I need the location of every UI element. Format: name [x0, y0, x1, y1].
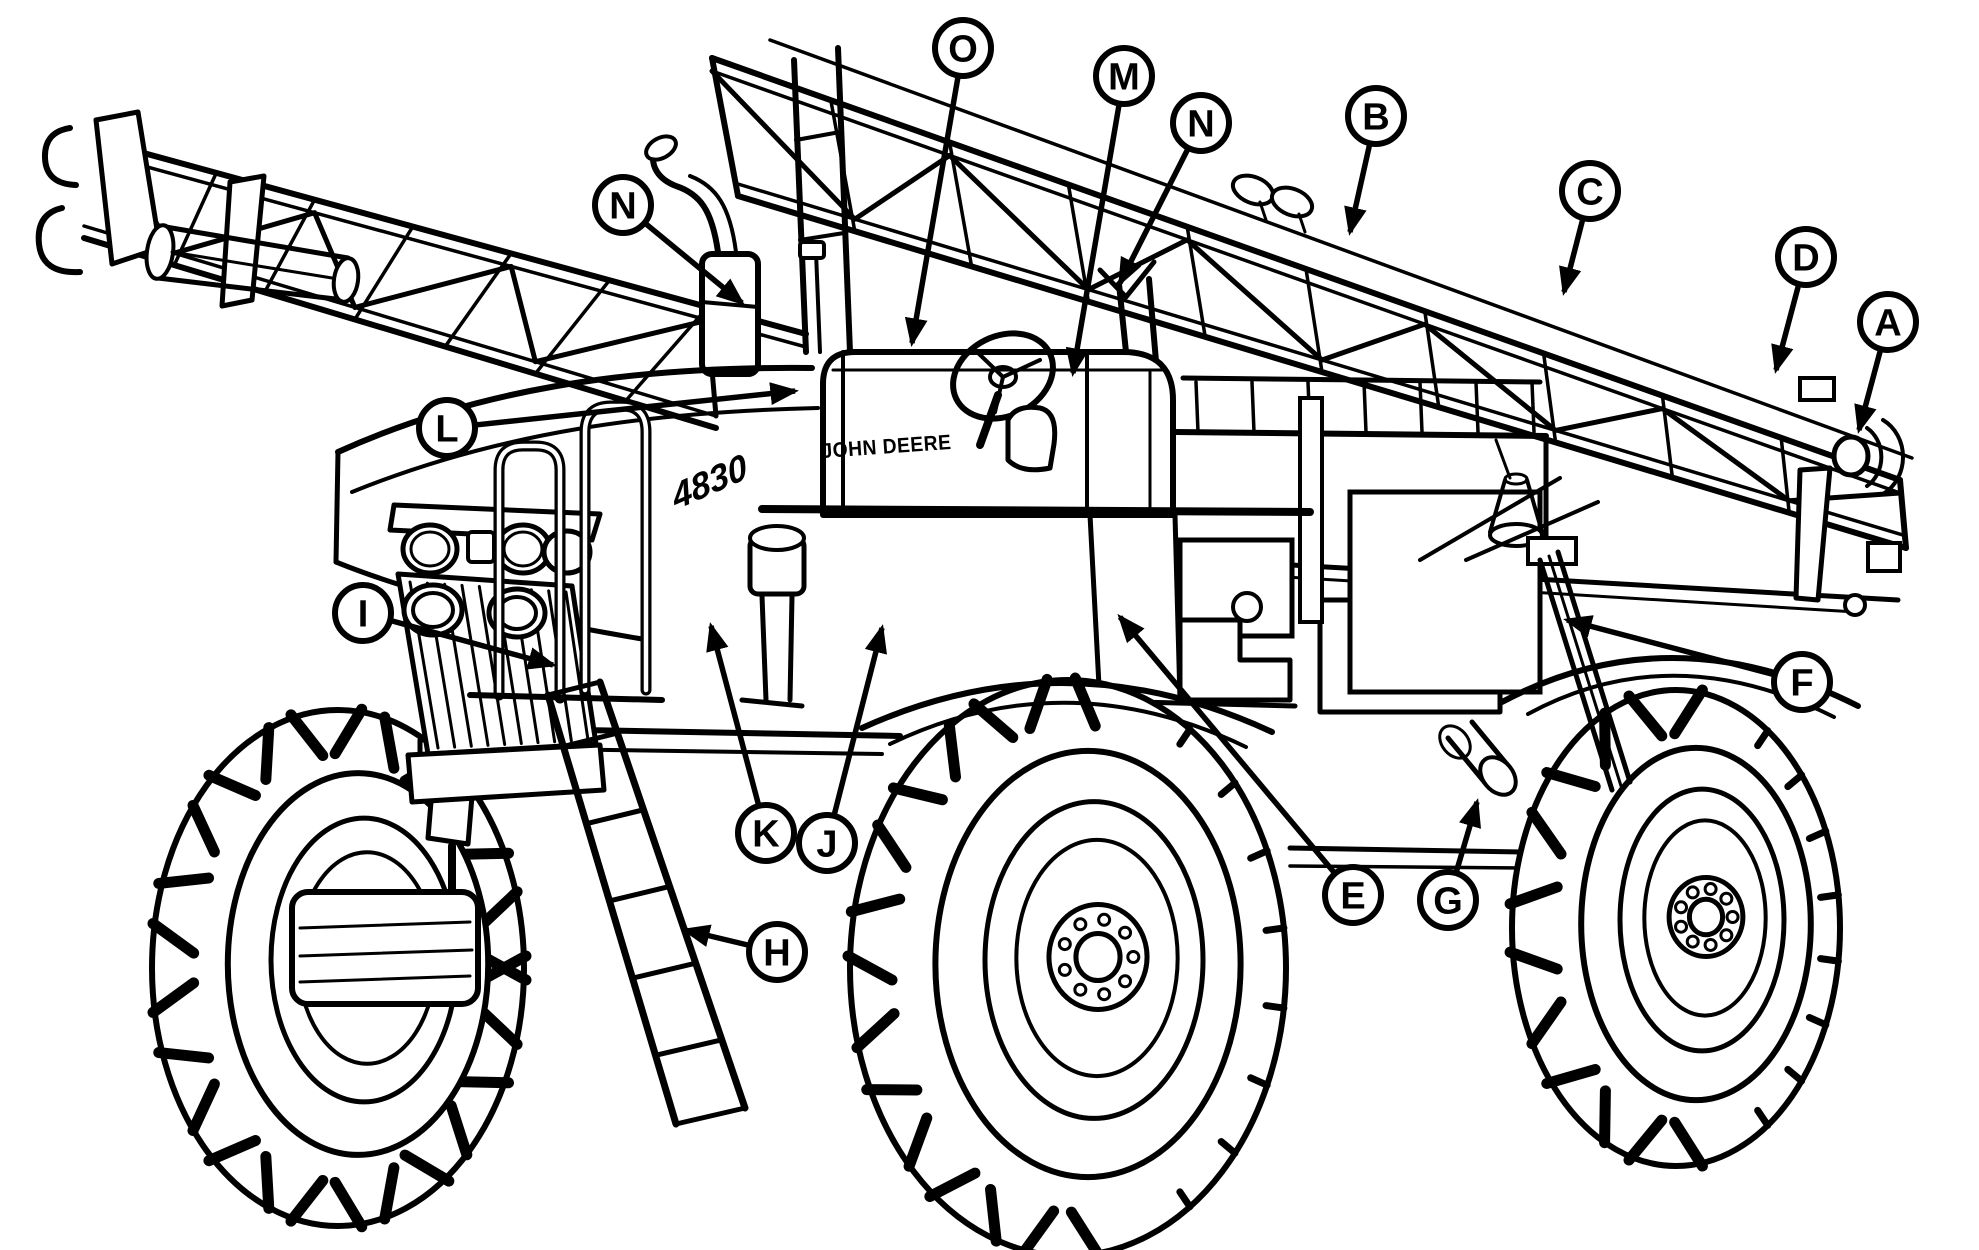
callout-g-circle — [1417, 869, 1479, 931]
callout-l-circle — [416, 397, 478, 459]
callout-f: F — [1563, 615, 1833, 713]
callout-o-leader-arrow — [904, 76, 961, 347]
callout-e: E — [1117, 613, 1384, 926]
callout-j-letter: J — [816, 824, 837, 866]
callout-j-leader-arrow — [831, 624, 887, 816]
callout-l: L — [416, 382, 799, 459]
callout-d-letter: D — [1792, 238, 1819, 280]
callout-m-circle — [1093, 45, 1155, 107]
callout-l-leader-arrow — [475, 382, 799, 428]
callout-o-letter: O — [948, 29, 978, 71]
callout-a-letter: A — [1874, 303, 1901, 345]
callout-k: K — [706, 622, 797, 864]
callout-n-2-letter: N — [609, 186, 636, 228]
callout-h: H — [681, 921, 808, 983]
sprayer-machine-art — [35, 38, 1914, 1250]
callout-f-circle — [1771, 651, 1833, 713]
callout-c: C — [1559, 160, 1621, 296]
callout-e-letter: E — [1340, 876, 1365, 918]
callout-m-letter: M — [1108, 57, 1140, 99]
callout-c-letter: C — [1576, 172, 1603, 214]
callout-n: N — [1117, 92, 1232, 287]
callout-b-letter: B — [1362, 97, 1389, 139]
model-number-decal: 4830 — [667, 445, 751, 518]
callout-b-leader-arrow — [1344, 143, 1373, 236]
callout-f-leader-arrow — [1563, 615, 1775, 678]
callout-e-leader-arrow — [1117, 613, 1337, 875]
callout-f-letter: F — [1790, 663, 1813, 705]
callout-n-2-circle — [592, 174, 654, 236]
callout-m-leader-arrow — [1065, 104, 1122, 377]
callout-n-circle — [1170, 92, 1232, 154]
callout-j: J — [796, 624, 887, 874]
callout-i-letter: I — [358, 594, 369, 636]
callout-m: M — [1065, 45, 1155, 377]
callout-i-circle — [332, 582, 394, 644]
callout-d-circle — [1775, 226, 1837, 288]
callout-a-circle — [1857, 291, 1919, 353]
callout-a: A — [1854, 291, 1919, 434]
callout-k-leader-arrow — [706, 622, 762, 806]
callout-o-circle — [932, 17, 994, 79]
callout-c-circle — [1559, 160, 1621, 222]
callout-i-leader-arrow — [390, 618, 557, 670]
callout-n-letter: N — [1187, 104, 1214, 146]
callout-i: I — [332, 582, 557, 670]
callout-c-leader-arrow — [1559, 218, 1586, 296]
callout-h-circle — [746, 921, 808, 983]
callout-g: G — [1417, 798, 1481, 931]
callout-d: D — [1771, 226, 1837, 374]
callout-b-circle — [1345, 85, 1407, 147]
callout-b: B — [1344, 85, 1407, 236]
callout-o: O — [904, 17, 994, 347]
callout-layer: A B C D E F G H I JK L M N N O — [332, 17, 1919, 983]
callout-k-circle — [735, 802, 797, 864]
callout-n-leader-arrow — [1117, 147, 1191, 287]
callout-h-leader-arrow — [681, 924, 750, 948]
callout-l-letter: L — [435, 409, 458, 451]
callout-a-leader-arrow — [1854, 349, 1884, 434]
callout-g-letter: G — [1433, 881, 1463, 923]
callout-n-2: N — [592, 174, 746, 306]
callout-g-leader-arrow — [1453, 798, 1481, 873]
callout-k-letter: K — [752, 814, 780, 856]
callout-h-letter: H — [763, 933, 790, 975]
callout-n-2-leader-arrow — [643, 221, 746, 306]
callout-e-circle — [1322, 864, 1384, 926]
callout-j-circle — [796, 812, 858, 874]
callout-d-leader-arrow — [1771, 284, 1802, 374]
